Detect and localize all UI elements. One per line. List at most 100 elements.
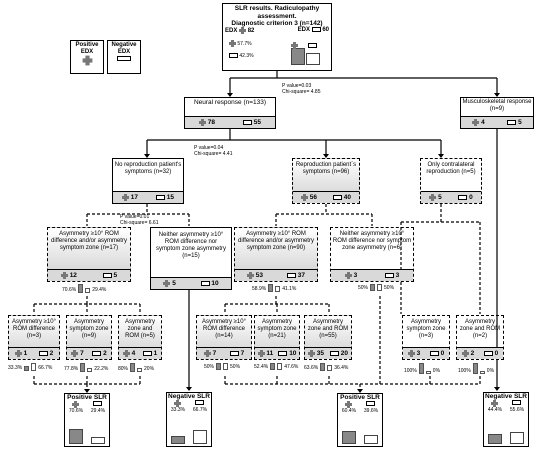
neg-pct: 41.1% (282, 286, 297, 292)
node-label: Asymmetry ≥10° ROM difference and/or asy… (238, 231, 314, 251)
node-neither-n15: Neither asymmetry ≥10° ROM difference no… (150, 227, 232, 290)
pos-count: 78 (207, 119, 216, 127)
node-counts: 7 7 (197, 347, 251, 359)
edx-pos-count: 82 (247, 28, 255, 35)
header-title-line2: Diagnostic criterion 3 (n=142) (231, 20, 323, 27)
result-pos-pct: 70.6% (68, 408, 84, 414)
stat-neural-p: P value=0.04 (194, 145, 224, 151)
neg-count: 0 (440, 350, 445, 357)
plus-icon (72, 401, 79, 408)
pos-bar (418, 363, 424, 374)
minus-icon (242, 119, 252, 125)
result-title: Negative SLR (485, 393, 527, 400)
node-label: Reproduction patient`s symptoms (n=96) (295, 162, 357, 175)
neg-count: 10 (289, 350, 297, 357)
pos-count: 5 (172, 280, 176, 288)
neg-count: 40 (343, 194, 352, 201)
pct-both-n5: 80%20% (118, 363, 154, 372)
plus-icon (472, 118, 480, 126)
neg-bar (87, 368, 93, 372)
neg-pct: 36.4% (334, 365, 349, 371)
neg-bar (327, 365, 333, 371)
neg-count: 5 (113, 272, 118, 279)
minus-icon (142, 350, 152, 356)
pos-count: 1 (23, 350, 28, 358)
node-label: Neither asymmetry ≥10° ROM difference no… (155, 232, 227, 259)
node-counts: 11 10 (255, 347, 299, 359)
node-label: Asymmetry symptom zone (n=9) (69, 319, 109, 339)
plus-icon (198, 118, 206, 126)
node-rom-n14: Asymmetry ≥10° ROM difference (n=14) 7 7 (196, 315, 252, 360)
plus-icon (300, 193, 308, 201)
legend-positive-edx: Positive EDX (70, 40, 104, 74)
plus-icon (407, 349, 415, 357)
node-counts: 56 40 (293, 191, 359, 203)
node-no-reproduction: No reproduction patient's symptoms (n=32… (112, 158, 184, 204)
edx-neg-count: 60 (322, 27, 329, 34)
header-box: SLR results. Radiculopathy assessment. D… (222, 3, 332, 71)
neg-count: 5 (518, 119, 522, 126)
pos-pct: 70.6% (62, 287, 77, 293)
result-positive-slr-left: Positive SLR 70.6%29.4% (64, 393, 110, 447)
minus-icon (102, 272, 112, 278)
pct-asym-n17: 70.6%29.4% (62, 284, 106, 293)
minus-icon (329, 350, 339, 356)
pos-count: 35 (316, 350, 325, 358)
minus-icon (38, 350, 48, 356)
result-neg-bar (510, 432, 524, 444)
pos-pct: 50% (358, 285, 369, 291)
node-reproduction: Reproduction patient`s symptoms (n=96) 5… (292, 158, 360, 204)
minus-icon (195, 400, 204, 405)
node-asym-n90: Asymmetry ≥10° ROM difference and/or asy… (234, 227, 318, 282)
node-counts: 7 2 (67, 347, 111, 359)
node-counts: 5 0 (421, 191, 481, 203)
node-counts: 35 20 (305, 347, 351, 359)
plus-icon (307, 349, 315, 357)
neg-bar (223, 363, 229, 370)
minus-icon (286, 272, 296, 278)
result-negative-slr-right: Negative SLR 44.4%55.6% (483, 392, 529, 447)
pct-neither-n6: 50% 50% (358, 284, 394, 291)
legend-negative-edx: Negative EDX (107, 40, 141, 74)
neg-count: 20 (340, 350, 349, 357)
node-counts: 78 55 (185, 116, 275, 128)
node-label: Asymmetry ≥10° ROM difference and/or asy… (51, 231, 127, 251)
plus-icon (121, 193, 129, 201)
plus-icon (239, 27, 247, 34)
neg-count: 3 (395, 272, 400, 279)
result-neg-pct: 29.4% (90, 408, 106, 414)
node-label: Neural response (n=133) (193, 99, 267, 106)
minus-icon (311, 27, 321, 32)
plus-icon (429, 193, 437, 201)
neg-bar (277, 363, 283, 370)
stat-root-chi: Chi-square= 4.85 (282, 89, 321, 95)
node-contra-zone-n3: Asymmetry symptom zone (n=3) 3 0 (402, 315, 450, 360)
minus-icon (507, 119, 517, 125)
plus-icon (491, 400, 498, 407)
neg-pct: 50% (384, 285, 395, 291)
pos-bar (80, 363, 86, 372)
pos-pct: 100% (458, 368, 471, 374)
minus-icon (458, 194, 468, 200)
pos-count: 4 (131, 350, 136, 358)
plus-icon (257, 349, 265, 357)
neg-count: 55 (253, 119, 262, 126)
pct-rom-n14: 50%50% (204, 363, 240, 370)
node-zone-n21: Asymmetry symptom zone (n=21) 11 10 (254, 315, 300, 360)
pos-count: 56 (309, 194, 318, 202)
plus-icon (163, 279, 171, 287)
pos-pct: 33.3% (8, 365, 23, 371)
plus-icon (174, 400, 181, 407)
pos-pct: 52.4% (254, 364, 269, 370)
node-both-n55: Asymmetry zone and ROM (n=55) 35 20 (304, 315, 352, 360)
pos-count: 3 (353, 272, 358, 280)
stat-neural: P value=0.04 Chi-square= 4.41 (194, 145, 233, 157)
result-neg-pct: 66.7% (192, 407, 208, 413)
legend-positive-label: Positive EDX (75, 42, 99, 55)
pos-bar (472, 363, 478, 374)
node-counts: 4 1 (119, 347, 161, 359)
neg-pct: 20% (144, 366, 155, 372)
header-title-line1: SLR results. Radiculopathy assessment. (234, 5, 320, 20)
minus-icon (308, 43, 318, 49)
neg-count: 37 (297, 272, 306, 279)
